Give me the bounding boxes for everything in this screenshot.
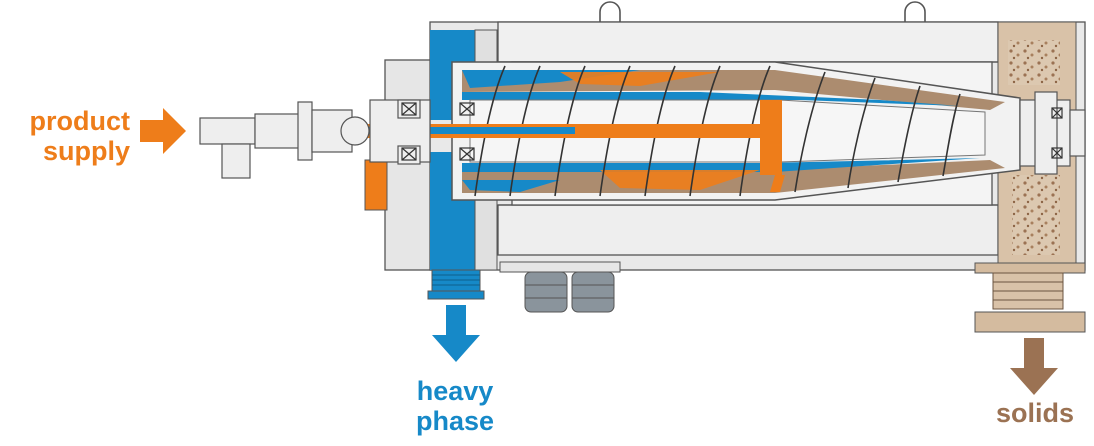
arrow-right-icon <box>140 108 186 154</box>
heavy-phase-line-1: heavy <box>416 376 494 406</box>
bowl <box>451 61 1021 201</box>
arrow-down-icon <box>1010 338 1058 395</box>
drive-pulleys <box>524 271 615 313</box>
lifting-eye-left <box>599 1 621 22</box>
heavy-phase-line-2: phase <box>415 406 495 436</box>
scroll-conveyor <box>474 65 961 197</box>
heavy-phase-label: heavy phase <box>415 376 495 436</box>
arrow-down-icon <box>432 305 480 362</box>
solids-label: solids <box>995 398 1075 428</box>
bearing-right <box>1051 107 1063 159</box>
product-supply-line-1: product <box>29 106 131 136</box>
frame-foot <box>499 261 621 273</box>
solids-bellows <box>992 272 1064 310</box>
lifting-eye-right <box>904 1 926 22</box>
product-supply-label: product supply <box>12 106 131 166</box>
product-supply-line-2: supply <box>42 136 130 166</box>
bearing-left <box>401 102 475 161</box>
